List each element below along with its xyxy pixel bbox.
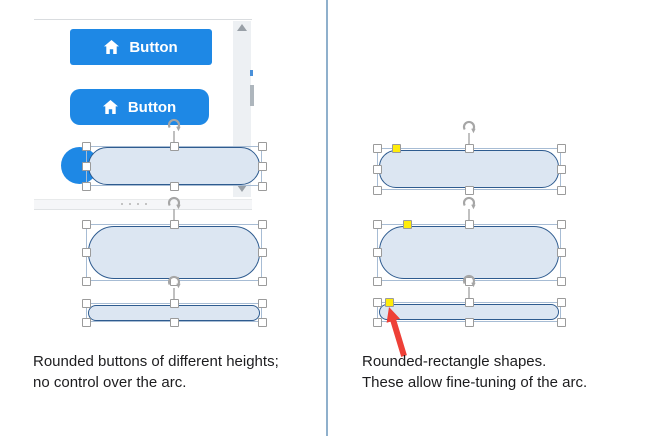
resize-handle[interactable] (257, 141, 267, 151)
resize-handle[interactable] (372, 276, 382, 286)
caption-line: no control over the arc. (33, 374, 187, 391)
resize-handle[interactable] (556, 143, 566, 153)
caption-line: These allow fine-tuning of the arc. (362, 374, 588, 391)
resize-handle[interactable] (464, 297, 474, 307)
resize-handle[interactable] (372, 143, 382, 153)
button-label: Button (127, 98, 177, 116)
resize-handle[interactable] (81, 248, 91, 257)
resize-handle[interactable] (464, 143, 474, 153)
home-icon (104, 40, 120, 54)
four-dots-grip-icon (129, 203, 131, 205)
resize-handle[interactable] (372, 219, 382, 229)
triangle-up-icon[interactable] (237, 24, 247, 31)
four-dots-grip-icon (145, 203, 147, 205)
resize-handle[interactable] (169, 141, 179, 151)
clipped-scrollthumb-sliver (250, 85, 254, 106)
resize-handle[interactable] (169, 219, 179, 229)
resize-handle[interactable] (372, 248, 382, 257)
clipped-content-sliver (250, 70, 253, 76)
triangle-down-icon[interactable] (237, 185, 247, 192)
resize-handle[interactable] (556, 219, 566, 229)
rounded-corner-button[interactable]: Button (70, 89, 209, 125)
resize-handle[interactable] (169, 181, 179, 191)
adjust-handle[interactable] (384, 297, 394, 307)
resize-handle[interactable] (372, 164, 382, 174)
resize-handle[interactable] (81, 141, 91, 151)
rounded-rectangle-shape[interactable] (379, 226, 559, 279)
caption-line: Rounded buttons of different heights; (33, 353, 279, 370)
resize-handle[interactable] (372, 185, 382, 195)
resize-handle[interactable] (464, 317, 474, 327)
resize-handle[interactable] (556, 164, 566, 174)
resize-handle[interactable] (81, 181, 91, 191)
resize-handle[interactable] (257, 161, 267, 171)
square-corner-button[interactable]: Button (70, 29, 212, 65)
resize-handle[interactable] (556, 317, 566, 327)
resize-handle[interactable] (257, 181, 267, 191)
rounded-button-shape[interactable] (88, 226, 260, 279)
resize-handle[interactable] (169, 317, 179, 327)
resize-handle[interactable] (169, 298, 179, 308)
adjust-handle[interactable] (402, 219, 412, 229)
home-icon (102, 100, 118, 114)
resize-handle[interactable] (556, 297, 566, 307)
resize-handle[interactable] (257, 298, 267, 308)
resize-handle[interactable] (372, 297, 382, 307)
resize-handle[interactable] (81, 219, 91, 229)
resize-handle[interactable] (81, 298, 91, 308)
red-arrow-icon (386, 307, 407, 357)
four-dots-grip-icon (137, 203, 139, 205)
left-caption: Rounded buttons of different heights; no… (33, 351, 279, 393)
rounded-rectangle-shape[interactable] (379, 150, 559, 188)
resize-handle[interactable] (464, 185, 474, 195)
resize-handle[interactable] (464, 219, 474, 229)
resize-handle[interactable] (556, 248, 566, 257)
button-label: Button (129, 38, 178, 56)
resize-handle[interactable] (257, 317, 267, 327)
right-caption: Rounded-rectangle shapes. These allow fi… (362, 351, 587, 393)
resize-handle[interactable] (556, 185, 566, 195)
resize-handle[interactable] (257, 248, 267, 257)
resize-handle[interactable] (372, 317, 382, 327)
resize-handle[interactable] (556, 276, 566, 286)
caption-line: Rounded-rectangle shapes. (362, 353, 547, 370)
resize-handle[interactable] (464, 276, 474, 286)
resize-handle[interactable] (81, 161, 91, 171)
adjust-handle[interactable] (391, 143, 401, 153)
resize-handle[interactable] (81, 276, 91, 286)
vertical-divider (326, 0, 328, 436)
panel-resize-splitter[interactable] (34, 199, 252, 210)
four-dots-grip-icon (121, 203, 123, 205)
rounded-button-shape[interactable] (88, 147, 260, 185)
resize-handle[interactable] (257, 219, 267, 229)
resize-handle[interactable] (257, 276, 267, 286)
resize-handle[interactable] (81, 317, 91, 327)
